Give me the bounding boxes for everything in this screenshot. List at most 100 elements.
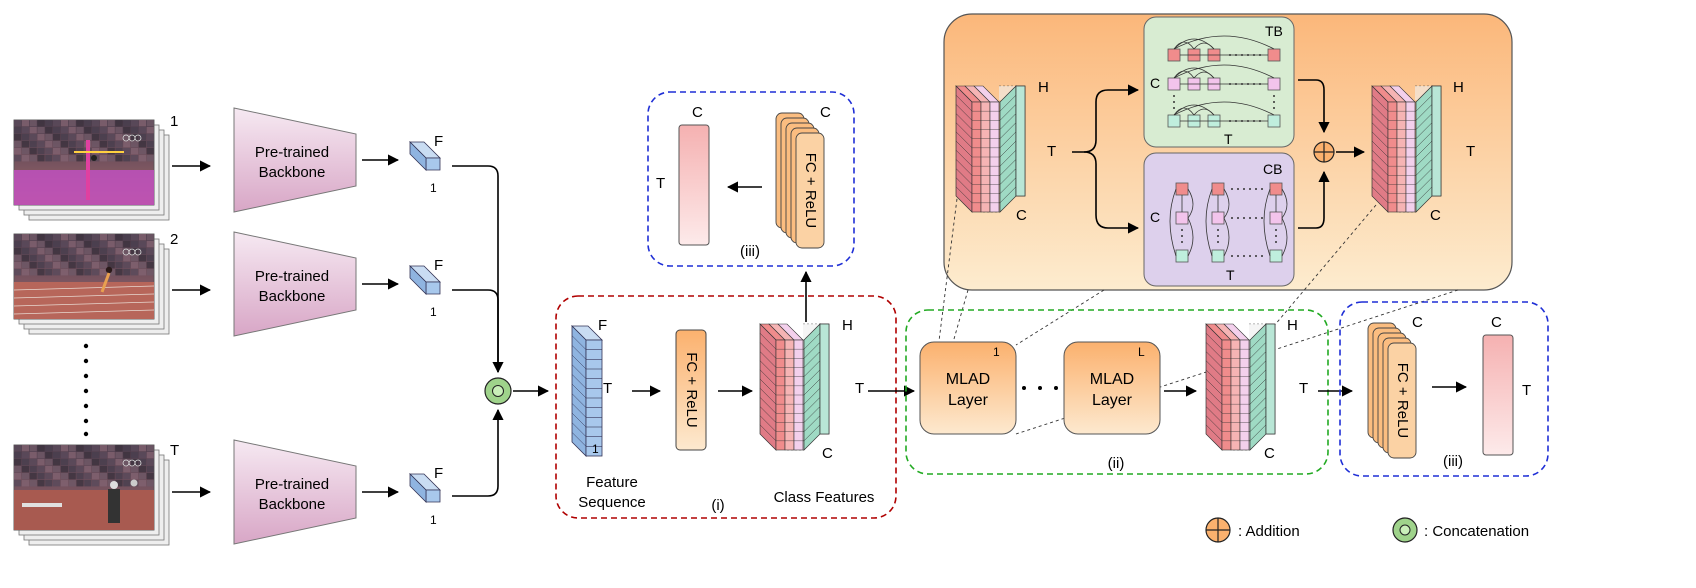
backbone-label-line1-2: Pre-trained <box>255 268 329 285</box>
right-output-bar <box>1482 334 1514 456</box>
fc-relu-stack-right: FC + ReLU <box>1367 322 1417 459</box>
backbone-label-line2-1: Backbone <box>259 164 326 181</box>
merge-to-addition-arrows <box>1298 79 1330 229</box>
right-head-C-label: C <box>1491 314 1502 331</box>
mlad-layer-1: 1 MLAD Layer <box>919 341 1017 435</box>
feature-seq-label-1: Feature <box>586 474 638 491</box>
mlad-layer-L-index: L <box>1138 345 1145 359</box>
detail-in-C-label: C <box>1016 207 1027 224</box>
top-head-C-label: C <box>692 104 703 121</box>
section-iii-top-label: (iii) <box>740 243 760 260</box>
frame-feature-1-label-2: 1 <box>430 305 437 319</box>
cf-ii-T-label: T <box>1299 380 1308 397</box>
legend-concatenation-text: : Concatenation <box>1424 523 1529 540</box>
fcStackTop-label: FC + ReLU <box>802 153 819 228</box>
tb-nodes <box>1167 35 1281 128</box>
legend-concatenation: : Concatenation <box>1392 517 1529 543</box>
detail-out-C-label: C <box>1430 207 1441 224</box>
detail-in-H-label: H <box>1038 79 1049 96</box>
feature-seq-label-2: Sequence <box>578 494 646 511</box>
frame-feature-F-label-1: F <box>434 133 443 150</box>
mlad-layer-1-index: 1 <box>993 345 1000 359</box>
top-head-T-label: T <box>656 175 665 192</box>
backbone-label-line1-1: Pre-trained <box>255 144 329 161</box>
fc-relu-label-i: FC + ReLU <box>683 352 700 427</box>
cb-T-label: T <box>1226 267 1235 283</box>
frame-feature-F-label-2: F <box>434 257 443 274</box>
frame-stack-2 <box>13 233 170 335</box>
merge-arrows <box>452 165 504 497</box>
backbone-label-line1-3: Pre-trained <box>255 476 329 493</box>
addition-node <box>1313 141 1335 163</box>
cf-i-T-label: T <box>855 380 864 397</box>
tb-T-label: T <box>1224 131 1233 147</box>
frame-index-label-2: 2 <box>170 231 178 248</box>
frame-index-label-3: T <box>170 442 179 459</box>
legend-addition-text: : Addition <box>1238 523 1300 540</box>
section-iii-top-box <box>647 91 855 267</box>
legend-addition: : Addition <box>1205 517 1300 543</box>
backbones: Pre-trainedBackboneF1Pre-trainedBackbone… <box>233 107 443 545</box>
frame-stack-1 <box>13 119 170 221</box>
frame-feature-vector-1 <box>409 141 441 171</box>
right-head-T-label: T <box>1522 382 1531 399</box>
frame-index-label-1: 1 <box>170 113 178 130</box>
cb-C-label: C <box>1150 209 1160 225</box>
right-stack-C-label: C <box>1412 314 1423 331</box>
mlad-layer-L-title: MLAD <box>1090 371 1134 388</box>
frame-feature-1-label-1: 1 <box>430 181 437 195</box>
fc-relu-block-i: FC + ReLU <box>675 329 707 451</box>
cb-label: CB <box>1263 161 1282 177</box>
section-i-label: (i) <box>711 497 724 514</box>
mlad-layer-L-subtitle: Layer <box>1092 392 1133 409</box>
frame-ellipsis <box>83 343 89 437</box>
detail-out-H-label: H <box>1453 79 1464 96</box>
class-features-block-i <box>759 323 830 451</box>
detail-in-T-label: T <box>1047 143 1056 160</box>
section-iii-right-box <box>1339 301 1549 477</box>
concatenation-node <box>484 377 512 405</box>
section-iii-right-label: (iii) <box>1443 453 1463 470</box>
top-output-bar <box>678 124 710 246</box>
section-ii-box <box>905 309 1329 475</box>
feature-seq-1-label: 1 <box>592 442 599 456</box>
mlad-layer-1-title: MLAD <box>946 371 990 388</box>
feature-seq-F-label: F <box>598 317 607 334</box>
frame-feature-vector-2 <box>409 265 441 295</box>
feature-sequence-block <box>571 325 603 457</box>
frame-feature-1-label-3: 1 <box>430 513 437 527</box>
tb-label: TB <box>1265 23 1283 39</box>
mlad-layer-1-subtitle: Layer <box>948 392 989 409</box>
fc-relu-stack-top: FC + ReLU <box>775 112 825 249</box>
backbone-label-line2-2: Backbone <box>259 288 326 305</box>
top-stack-C-label: C <box>820 104 831 121</box>
section-i-box <box>555 295 897 519</box>
cf-i-C-label: C <box>822 445 833 462</box>
backbone-label-line2-3: Backbone <box>259 496 326 513</box>
detail-input-class-features <box>955 85 1026 213</box>
mlad-layer-detail-box <box>943 13 1513 291</box>
cb-nodes <box>1169 182 1288 263</box>
detail-out-T-label: T <box>1466 143 1475 160</box>
cf-ii-C-label: C <box>1264 445 1275 462</box>
frame-feature-vector-3 <box>409 473 441 503</box>
tb-C-label: C <box>1150 75 1160 91</box>
mlad-ellipsis <box>1022 386 1058 390</box>
class-features-block-ii <box>1205 323 1276 451</box>
split-arrows <box>1072 84 1140 234</box>
frame-stack-3 <box>13 444 170 546</box>
fcStackRight-label: FC + ReLU <box>1394 363 1411 438</box>
detail-output-class-features <box>1371 85 1442 213</box>
cf-ii-H-label: H <box>1287 317 1298 334</box>
video-frames: 1 2T <box>13 113 212 546</box>
feature-seq-T-label: T <box>603 380 612 397</box>
class-features-label: Class Features <box>774 489 875 506</box>
section-ii-label: (ii) <box>1108 455 1125 472</box>
frame-feature-F-label-3: F <box>434 465 443 482</box>
cf-i-H-label: H <box>842 317 853 334</box>
mlad-layer-L: L MLAD Layer <box>1063 341 1161 435</box>
